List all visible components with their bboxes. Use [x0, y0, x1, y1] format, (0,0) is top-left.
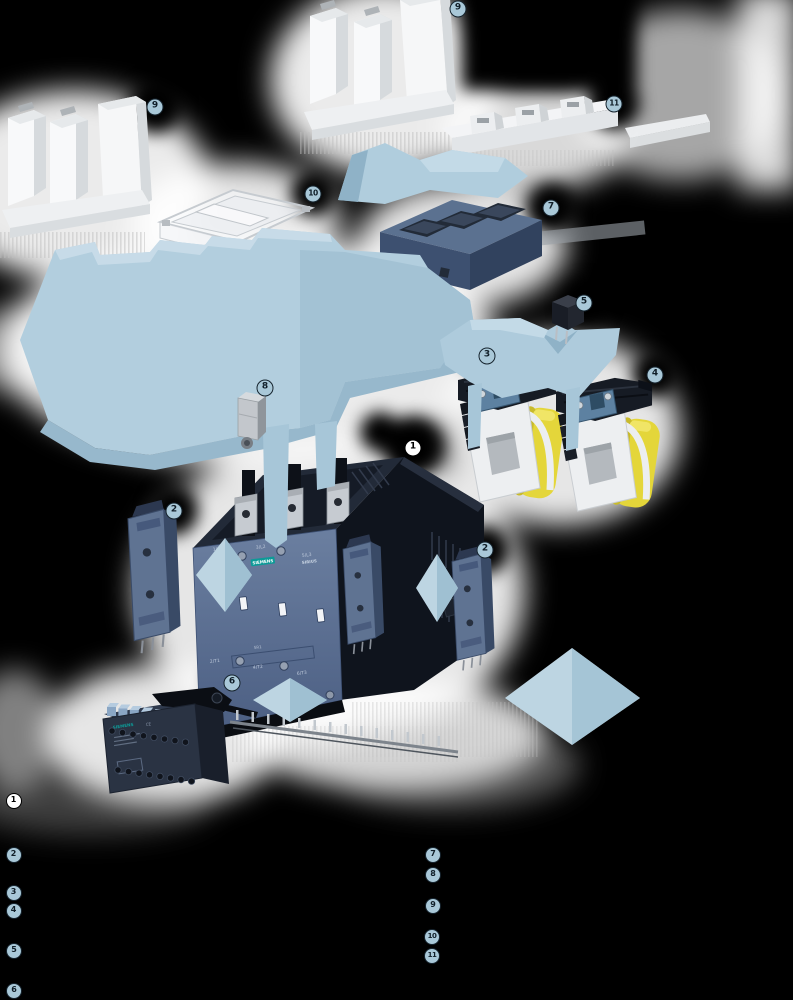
callout-contactor: 1 [404, 439, 422, 457]
svg-text:CE: CE [145, 721, 152, 727]
part-insulating-cover [20, 228, 475, 548]
legend-item-1: 1 [5, 793, 22, 809]
legend-item-9: 9 [425, 898, 441, 914]
part-phase-barriers-top [304, 0, 456, 140]
part-insulating-cover-arm [440, 318, 620, 451]
streak-shadows [0, 132, 615, 762]
svg-text:SIEMENS: SIEMENS [112, 722, 134, 730]
callout-barriers-left: 9 [146, 98, 164, 116]
callout-coil-right: 4 [646, 366, 664, 384]
legend-item-7: 7 [425, 847, 441, 863]
callout-link-module: 8 [256, 379, 274, 397]
legend-item-8: 8 [425, 867, 441, 883]
callout-aux-right: 2 [476, 541, 494, 559]
legend-item-3: 3 [5, 885, 22, 901]
part-link-module [237, 392, 266, 449]
callout-aux-left: 2 [165, 502, 183, 520]
callout-module: 6 [223, 674, 241, 692]
callout-surge-suppressor: 5 [575, 294, 593, 312]
legend-item-2: 2 [5, 847, 22, 863]
part-sealing-covers [442, 96, 710, 156]
attached-aux-block [342, 533, 385, 655]
svg-text:3/L2: 3/L2 [256, 544, 267, 551]
svg-text:6/T3: 6/T3 [297, 670, 308, 677]
svg-text:SR1: SR1 [254, 644, 263, 650]
part-solid-state-module: SIEMENS CE [102, 687, 258, 794]
part-aux-switch-right [451, 545, 496, 672]
callout-barriers-top: 9 [449, 0, 467, 18]
part-aux-switch-left [126, 498, 182, 655]
legend-item-5: 5 [6, 943, 22, 959]
part-surge-suppressor [552, 295, 584, 345]
callout-terminal-cover: 7 [542, 199, 560, 217]
part-insulating-cover-wing [338, 143, 528, 204]
callout-transparent-cover: 10 [304, 185, 322, 203]
callout-sealing-covers: 11 [605, 95, 623, 113]
svg-text:2/T1: 2/T1 [210, 658, 221, 665]
siemens-badge: SIEMENS [250, 556, 276, 567]
legend-item-6: 6 [6, 983, 22, 999]
svg-text:4/T2: 4/T2 [253, 664, 264, 671]
part-phase-barriers-left [2, 96, 152, 238]
svg-text:SIRIUS: SIRIUS [302, 558, 318, 565]
legend-item-4: 4 [5, 903, 22, 919]
legend-item-10: 10 [424, 929, 440, 945]
module-holes [108, 727, 196, 785]
svg-text:5/L3: 5/L3 [302, 552, 313, 559]
svg-text:SIEMENS: SIEMENS [252, 558, 273, 566]
part-pin-comb [229, 710, 459, 758]
cover-diamonds [196, 538, 640, 745]
callout-coil-left: 3 [478, 347, 496, 365]
legend-item-11: 11 [424, 948, 440, 964]
